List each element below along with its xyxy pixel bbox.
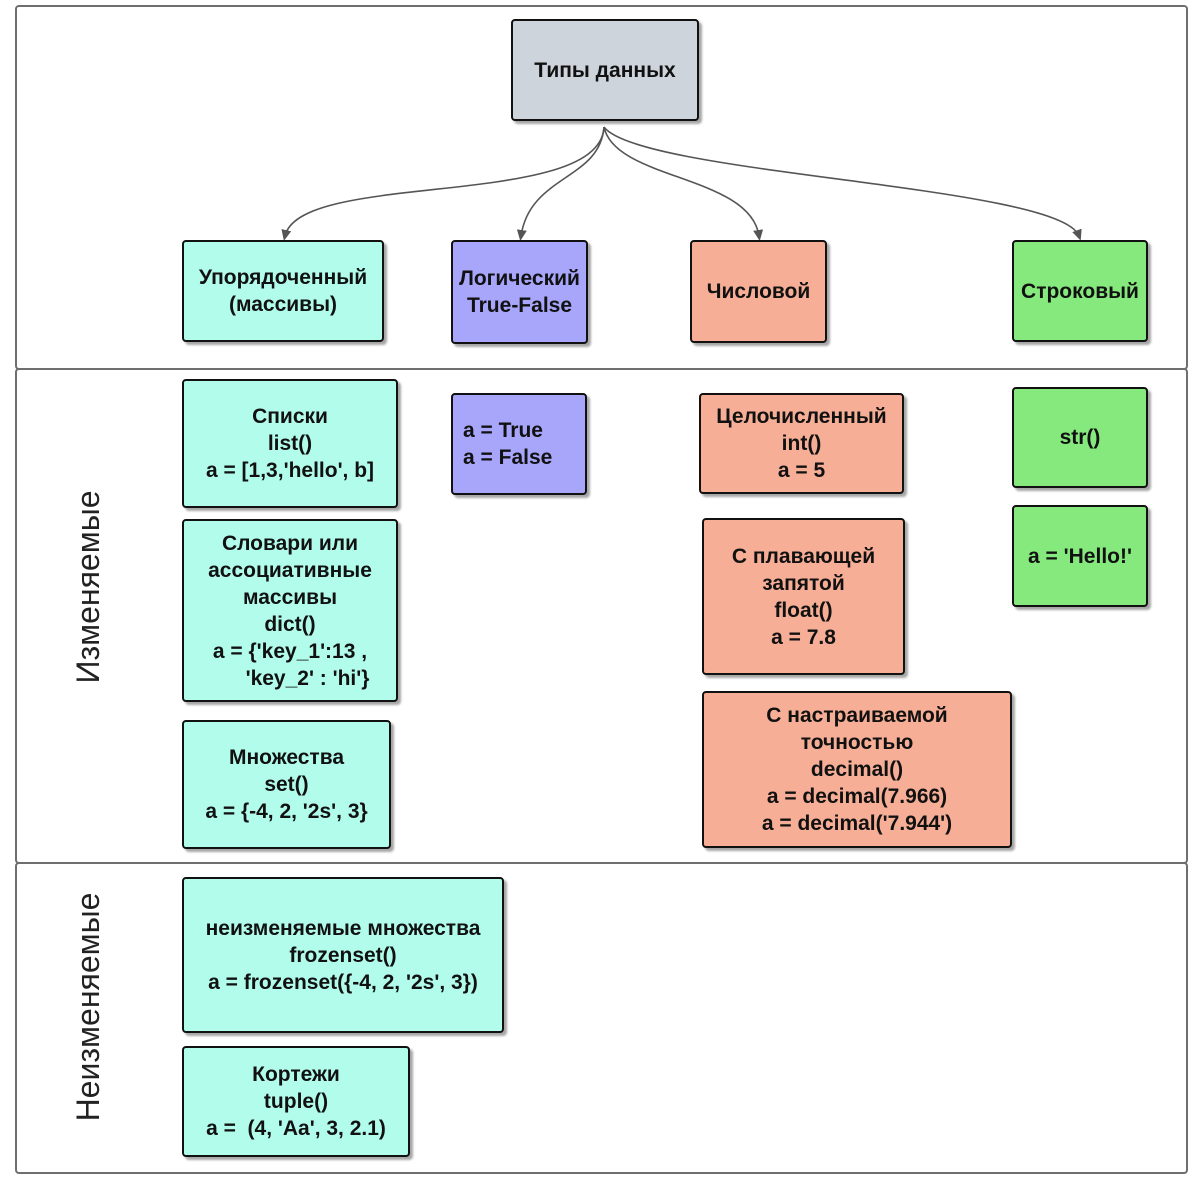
node-bool-line: a = False (463, 446, 553, 469)
node-dicts-line: a = {'key_1':13 , (212, 639, 368, 663)
node-int-line: a = 5 (777, 459, 826, 482)
arrow-to-logical (516, 126, 605, 241)
node-decimal-line: a = decimal(7.966) (766, 785, 948, 808)
node-float-line: float() (774, 598, 833, 622)
node-frozenset-line: a = frozenset({-4, 2, '2s', 3}) (208, 970, 478, 994)
category-string: Строковый (1012, 240, 1148, 342)
node-dicts-line: 'key_2' : 'hi'} (210, 666, 370, 690)
node-sets-line: Множества (228, 746, 345, 769)
root-node: Типы данных (511, 19, 699, 121)
category-ordered: Упорядоченный (массивы) (182, 240, 384, 342)
node-sets-line: set() (264, 773, 309, 796)
node-tuple: Кортежи tuple() a = (4, 'Aa', 3, 2.1) (182, 1046, 410, 1157)
node-dicts-line: массивы (242, 585, 338, 609)
node-frozenset-line: неизменяемые множества (205, 916, 481, 940)
node-frozenset-line: frozenset() (289, 943, 397, 967)
node-decimal-line: decimal() (810, 758, 904, 781)
node-int: Целочисленный int() a = 5 (699, 393, 904, 494)
node-dicts-line: ассоциативные (208, 558, 372, 582)
arrow-to-ordered (281, 126, 605, 241)
node-str-example-line: a = 'Hello!' (1028, 544, 1132, 568)
node-dicts-line: Словари или (221, 531, 359, 555)
node-float: С плавающей запятой float() a = 7.8 (702, 518, 905, 675)
category-numeric-line: Числовой (706, 280, 811, 303)
node-bool-examples: a = True a = False (451, 393, 587, 495)
category-ordered-line: (массивы) (228, 293, 338, 316)
arrow-to-numeric (603, 126, 764, 241)
node-str-line: str() (1059, 426, 1101, 449)
node-int-line: Целочисленный (716, 405, 887, 428)
node-sets: Множества set() a = {-4, 2, '2s', 3} (182, 720, 391, 849)
category-logical-line: True-False (466, 294, 573, 317)
node-lists-line: a = [1,3,'hello', b] (205, 459, 375, 482)
arrow-to-string (603, 126, 1082, 241)
category-ordered-line: Упорядоченный (198, 266, 368, 289)
category-logical: Логический True-False (451, 240, 588, 344)
node-dicts-line: dict() (264, 612, 316, 636)
node-float-line: запятой (762, 571, 845, 595)
immutable-section-frame (15, 862, 1188, 1174)
category-string-line: Строковый (1021, 279, 1139, 303)
node-decimal-line: С настраиваемой (766, 704, 948, 727)
root-label: Типы данных (534, 58, 676, 82)
node-lists: Списки list() a = [1,3,'hello', b] (182, 379, 398, 508)
node-float-line: С плавающей (731, 544, 876, 568)
node-tuple-line: a = (4, 'Aa', 3, 2.1) (206, 1117, 386, 1140)
node-lists-line: Списки (252, 405, 328, 428)
node-float-line: a = 7.8 (771, 625, 836, 649)
node-decimal: С настраиваемой точностью decimal() a = … (702, 691, 1012, 848)
node-int-line: int() (781, 432, 822, 455)
node-tuple-line: Кортежи (252, 1063, 340, 1086)
category-logical-line: Логический (459, 267, 580, 290)
node-bool-line: a = True (463, 419, 543, 442)
node-str: str() (1012, 387, 1148, 488)
category-numeric: Числовой (690, 240, 827, 343)
node-dicts: Словари или ассоциативные массивы dict()… (182, 519, 398, 702)
node-tuple-line: tuple() (263, 1090, 329, 1113)
node-decimal-line: a = decimal('7.944') (761, 812, 953, 835)
node-lists-line: list() (267, 432, 313, 455)
node-sets-line: a = {-4, 2, '2s', 3} (205, 800, 368, 823)
node-decimal-line: точностью (800, 731, 914, 754)
node-str-example: a = 'Hello!' (1012, 505, 1148, 607)
node-frozenset: неизменяемые множества frozenset() a = f… (182, 877, 504, 1033)
